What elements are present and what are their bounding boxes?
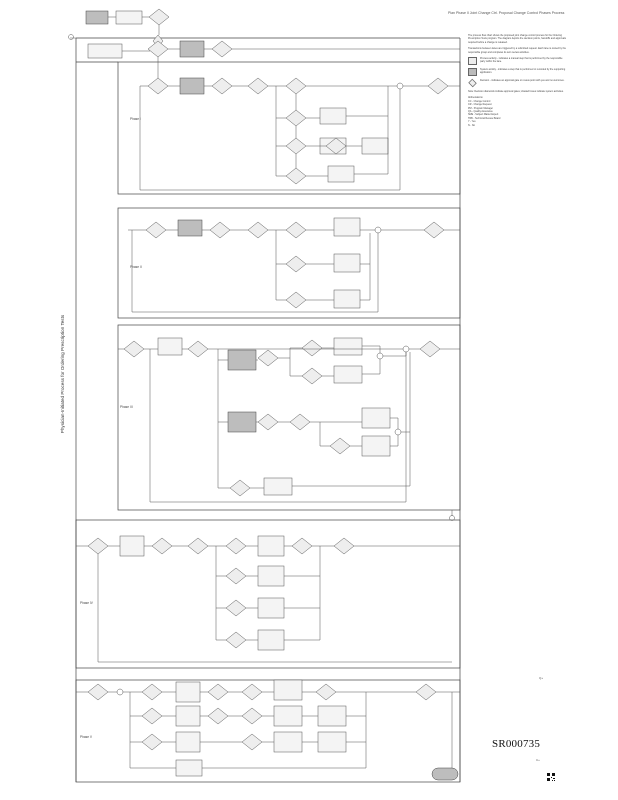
- note-paragraph: Note: Decision diamonds indicate approva…: [468, 90, 564, 94]
- legend-item: Process activity - indicates a manual st…: [468, 57, 566, 66]
- legend-item: System activity - indicates a step that …: [468, 68, 566, 77]
- abbreviation-line: TRB - Technical Review Board: [468, 116, 501, 120]
- abbreviation-line: SME - Subject Matter Expert: [468, 113, 499, 117]
- legend-text: Decision - indicates an approval gate or…: [480, 79, 565, 83]
- lane-1-label: Phase I: [130, 117, 141, 121]
- lane-2-label: Phase II: [130, 265, 142, 269]
- page-mark: Q+: [539, 676, 544, 680]
- lane-4-label: Phase IV: [80, 601, 94, 605]
- lane-5-label: Phase V: [80, 735, 93, 739]
- abbreviation-line: Y - Yes: [468, 120, 476, 124]
- legend-item: Decision - indicates an approval gate or…: [468, 78, 566, 88]
- lane-5-frame: [75, 679, 461, 783]
- abbreviation-line: CC - Change Control: [468, 99, 491, 103]
- abbreviation-line: Abbreviations:: [468, 96, 484, 100]
- abbreviation-line: CR - Change Request: [468, 103, 492, 107]
- legend-text: Process activity - indicates a manual st…: [480, 57, 563, 64]
- abbreviation-line: N - No: [468, 123, 475, 127]
- legend-text: System activity - indicates a step that …: [480, 68, 566, 75]
- lane-3-label: Phase III: [120, 405, 133, 409]
- note-paragraph: Transactions between lanes are triggered…: [468, 47, 566, 54]
- qr-code-icon: [547, 773, 555, 781]
- note-paragraph: The process flow chart shows the propose…: [468, 34, 566, 44]
- abbreviation-line: PM - Program Manager: [468, 106, 493, 110]
- decision-diamond-icon: [468, 78, 477, 88]
- page-mark: C+: [536, 758, 540, 762]
- system-box-icon: [468, 68, 477, 77]
- bates-number: SR000735: [492, 738, 541, 750]
- process-box-icon: [468, 57, 477, 66]
- vertical-page-title: Physician-Initiated Process for Ordering…: [60, 314, 65, 434]
- header-caption: Plan Phase II Joint Change Ctrl. Proposa…: [448, 11, 565, 15]
- abbreviation-line: QA - Quality Assurance: [468, 110, 493, 114]
- notes-panel: The process flow chart shows the propose…: [468, 34, 566, 230]
